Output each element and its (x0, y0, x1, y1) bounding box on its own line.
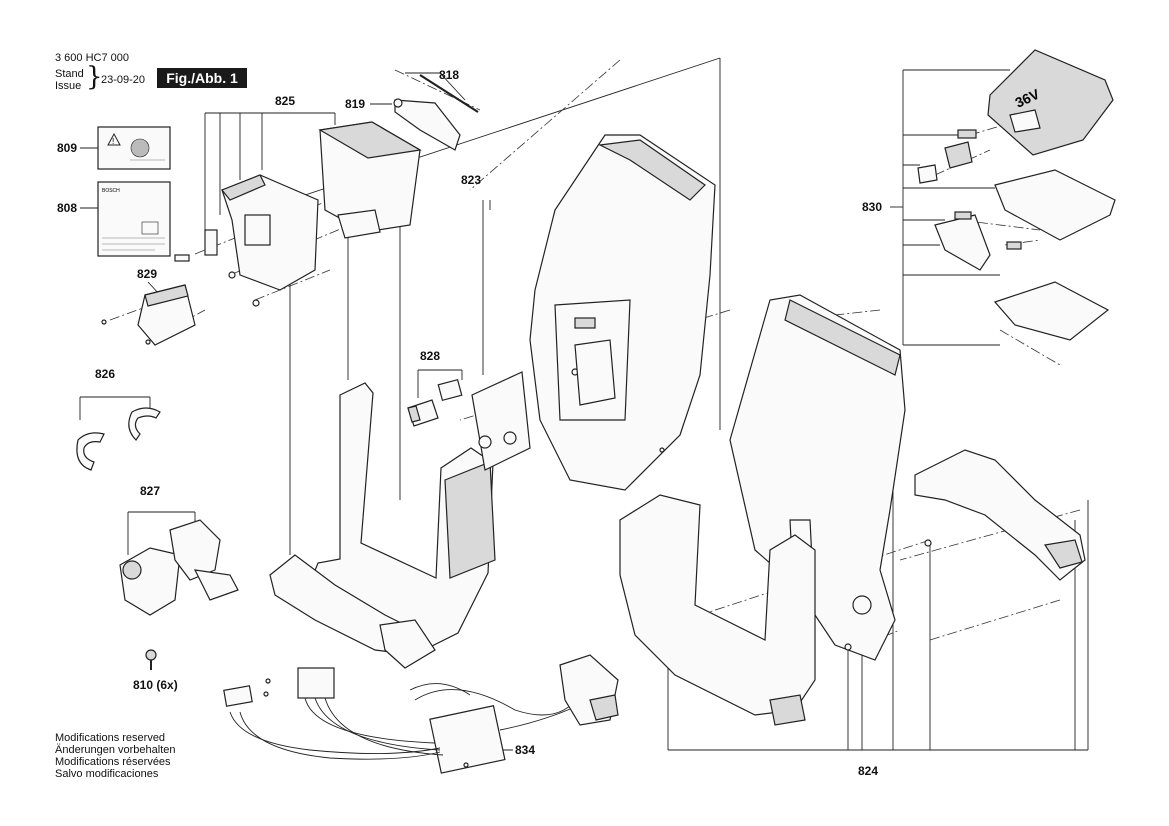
cable-clamp-829 (101, 284, 196, 346)
figure-badge: Fig./Abb. 1 (157, 68, 247, 88)
callout-828: 828 (420, 349, 441, 363)
callout-810: 810 (6x) (133, 678, 178, 692)
battery-cover-830 (917, 49, 1116, 341)
callout-826: 826 (95, 367, 116, 381)
brace-symbol: } (86, 62, 103, 92)
svg-text:!: ! (112, 137, 114, 146)
callout-819: 819 (345, 97, 366, 111)
internal-housing-825 (174, 174, 319, 307)
clips-826 (76, 407, 161, 471)
rating-plate-808: BOSCH (97, 181, 171, 257)
screw-810 (145, 649, 157, 670)
callout-809: 809 (57, 141, 78, 155)
issue-label: Issue (55, 80, 82, 92)
callout-830: 830 (862, 200, 883, 214)
pin-818 (419, 74, 479, 113)
note-es: Salvo modificaciones (55, 768, 159, 780)
callout-808: 808 (57, 201, 78, 215)
part-number: 3 600 HC7 000 (55, 52, 129, 64)
note-en: Modifications reserved (55, 732, 166, 744)
modifications-note: Modifications reserved Änderungen vorbeh… (55, 732, 175, 780)
svg-text:BOSCH: BOSCH (102, 188, 120, 194)
rear-shell (529, 134, 716, 491)
callout-825: 825 (275, 94, 296, 108)
warning-label-809: ! (97, 126, 171, 170)
callout-829: 829 (137, 267, 158, 281)
main-body-824 (619, 294, 906, 726)
issue-date: 23-09-20 (101, 74, 146, 86)
callout-834: 834 (515, 743, 536, 757)
stand-label: Stand (55, 68, 84, 80)
callout-818: 818 (439, 68, 460, 82)
latch-rail-819 (393, 98, 461, 151)
callout-824: 824 (858, 764, 879, 778)
handle-grip (844, 449, 1086, 651)
callout-823: 823 (461, 173, 482, 187)
battery-compartment-box (318, 121, 422, 239)
pump-assembly-827 (119, 519, 239, 616)
brand-plate (471, 371, 531, 471)
note-fr: Modifications réservées (55, 756, 171, 768)
pcb-wiring-834 (223, 654, 619, 774)
callout-827: 827 (140, 484, 161, 498)
front-frame-823 (269, 382, 496, 669)
note-de: Änderungen vorbehalten (55, 744, 176, 756)
switch-seal-828 (407, 378, 463, 427)
